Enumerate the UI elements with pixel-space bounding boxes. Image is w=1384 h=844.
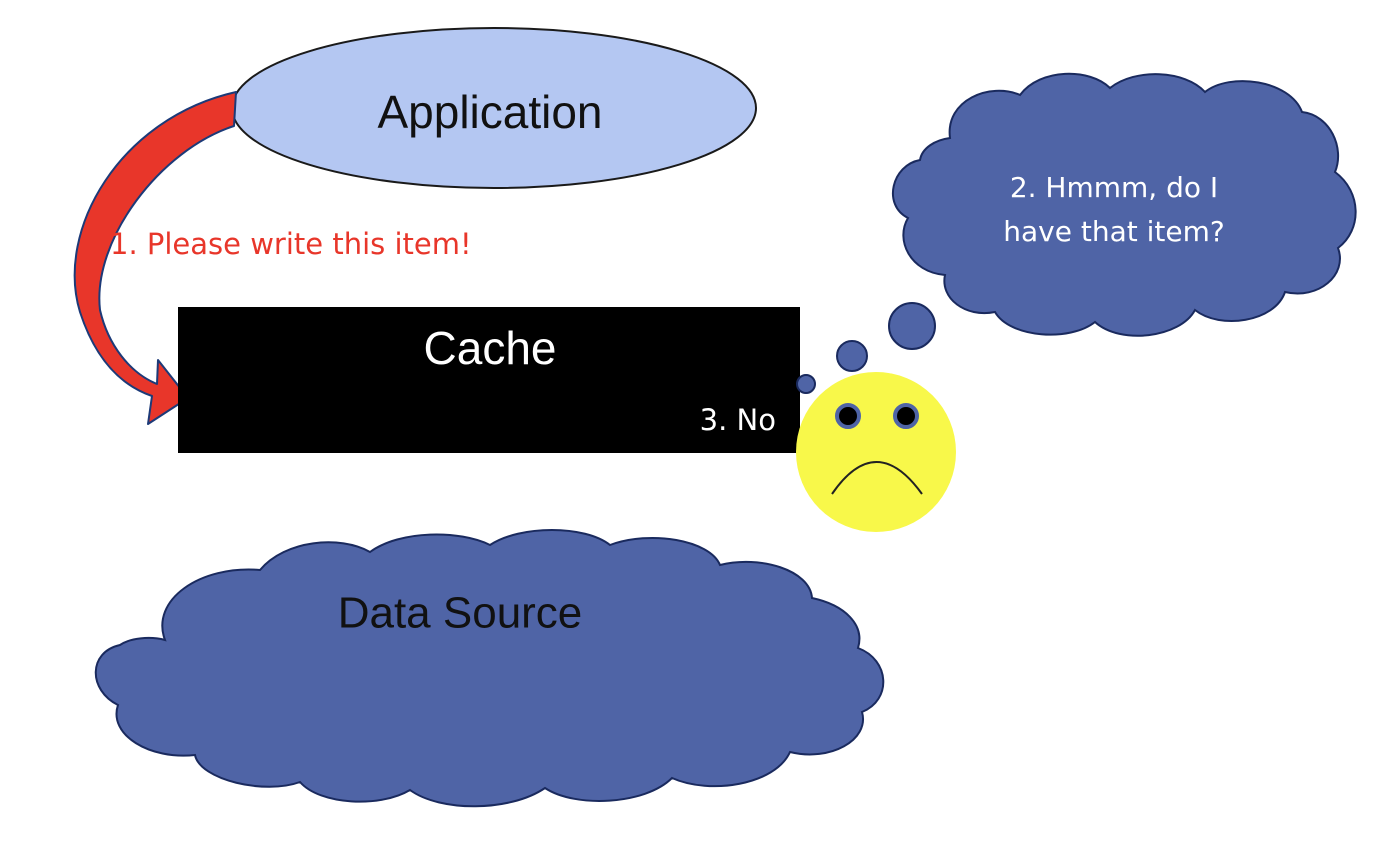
application-label: Application [377, 86, 602, 138]
arrow-shape [73, 91, 237, 425]
frown-mouth [831, 461, 923, 495]
data-source-label: Data Source [338, 589, 583, 638]
cache-answer-label: 3. No [700, 403, 776, 437]
thought-dot-medium [836, 340, 868, 372]
cache-node: Cache 3. No [178, 307, 800, 453]
thought-dot-small [796, 374, 816, 394]
thought-text-line2: have that item? [1003, 215, 1224, 248]
thought-cloud-shape [891, 72, 1357, 337]
cache-label: Cache [424, 322, 557, 374]
data-source-node: Data Source [94, 529, 885, 808]
face-circle [796, 372, 956, 532]
right-eye [893, 403, 919, 429]
application-node: Application [231, 27, 757, 189]
thought-bubble-trail [796, 302, 936, 394]
thought-text-line1: 2. Hmmm, do I [1010, 171, 1218, 204]
thought-dot-large [888, 302, 936, 350]
cache-box [178, 307, 800, 453]
left-eye [835, 403, 861, 429]
write-request-arrow [73, 91, 237, 425]
write-request-label: 1. Please write this item! [110, 227, 472, 261]
thought-cloud: 2. Hmmm, do I have that item? [891, 72, 1357, 337]
sad-face-icon [796, 372, 956, 532]
data-source-cloud-shape [94, 529, 885, 808]
